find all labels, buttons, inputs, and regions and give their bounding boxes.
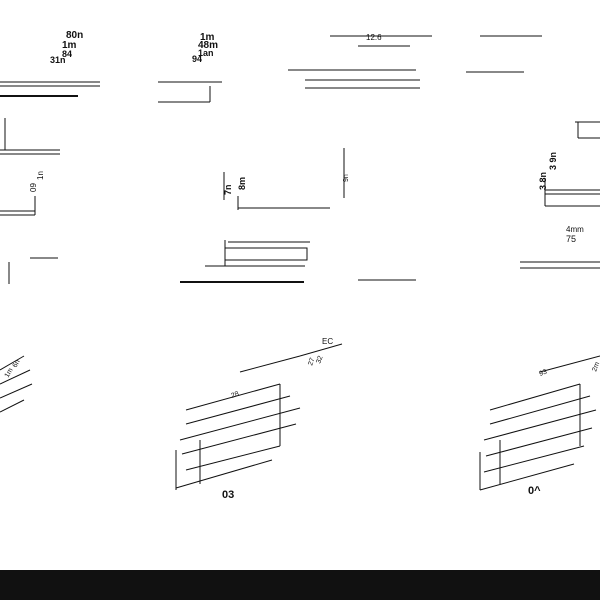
orthographic-views-row: 80n 1m 84 31n 09 1n 1m 48m 1an 94 7n 8m [0,30,600,284]
view-4: 3 8n 3 9n 4mm 75 [466,35,600,269]
dim-label: 80n [66,30,83,41]
dim-label: 8m [237,177,247,190]
view-2: 1m 48m 1an 94 7n 8m 9n [158,32,350,283]
dim-label: 32 [315,355,324,365]
dim-label: 9n [343,174,350,182]
iso-view-2: 28 27 32 EC 03 [175,337,343,501]
dim-label: 4mm [566,225,584,234]
dim-label: EC [322,337,333,346]
dim-label: 1m [200,32,215,43]
dim-label: 84 [62,49,72,59]
dim-label: 3 8n [538,172,548,190]
view-3: 12.6 [288,33,432,281]
dim-label: 12.6 [366,33,382,42]
iso-view-1: 6n 1m [0,355,33,413]
iso-view-3: 93 2m 0^ [479,355,600,497]
dim-label: 48m [198,40,218,51]
dim-label: 75 [566,234,576,244]
dim-label: 31n [50,55,66,65]
dim-label: 6n [12,359,22,369]
dim-label: 2m [591,361,600,373]
dim-label: 27 [307,357,316,367]
dim-label: 3 9n [548,152,558,170]
dim-label: 1m [4,367,15,379]
dim-label: 93 [538,369,548,378]
dim-label: 09 [29,183,38,192]
dim-label: 7n [223,184,233,195]
bottom-bar [0,570,600,600]
isometric-views-row: 6n 1m 28 27 32 EC 03 [0,337,600,501]
view-marker: 0^ [528,485,541,497]
dim-label: 1m [62,40,77,51]
dim-label: 1an [198,48,214,58]
dim-label: 1n [36,171,45,180]
dim-label: 94 [192,54,202,64]
dim-label: 28 [230,391,240,400]
view-marker: 03 [222,489,234,501]
view-1: 80n 1m 84 31n 09 1n [0,30,100,284]
